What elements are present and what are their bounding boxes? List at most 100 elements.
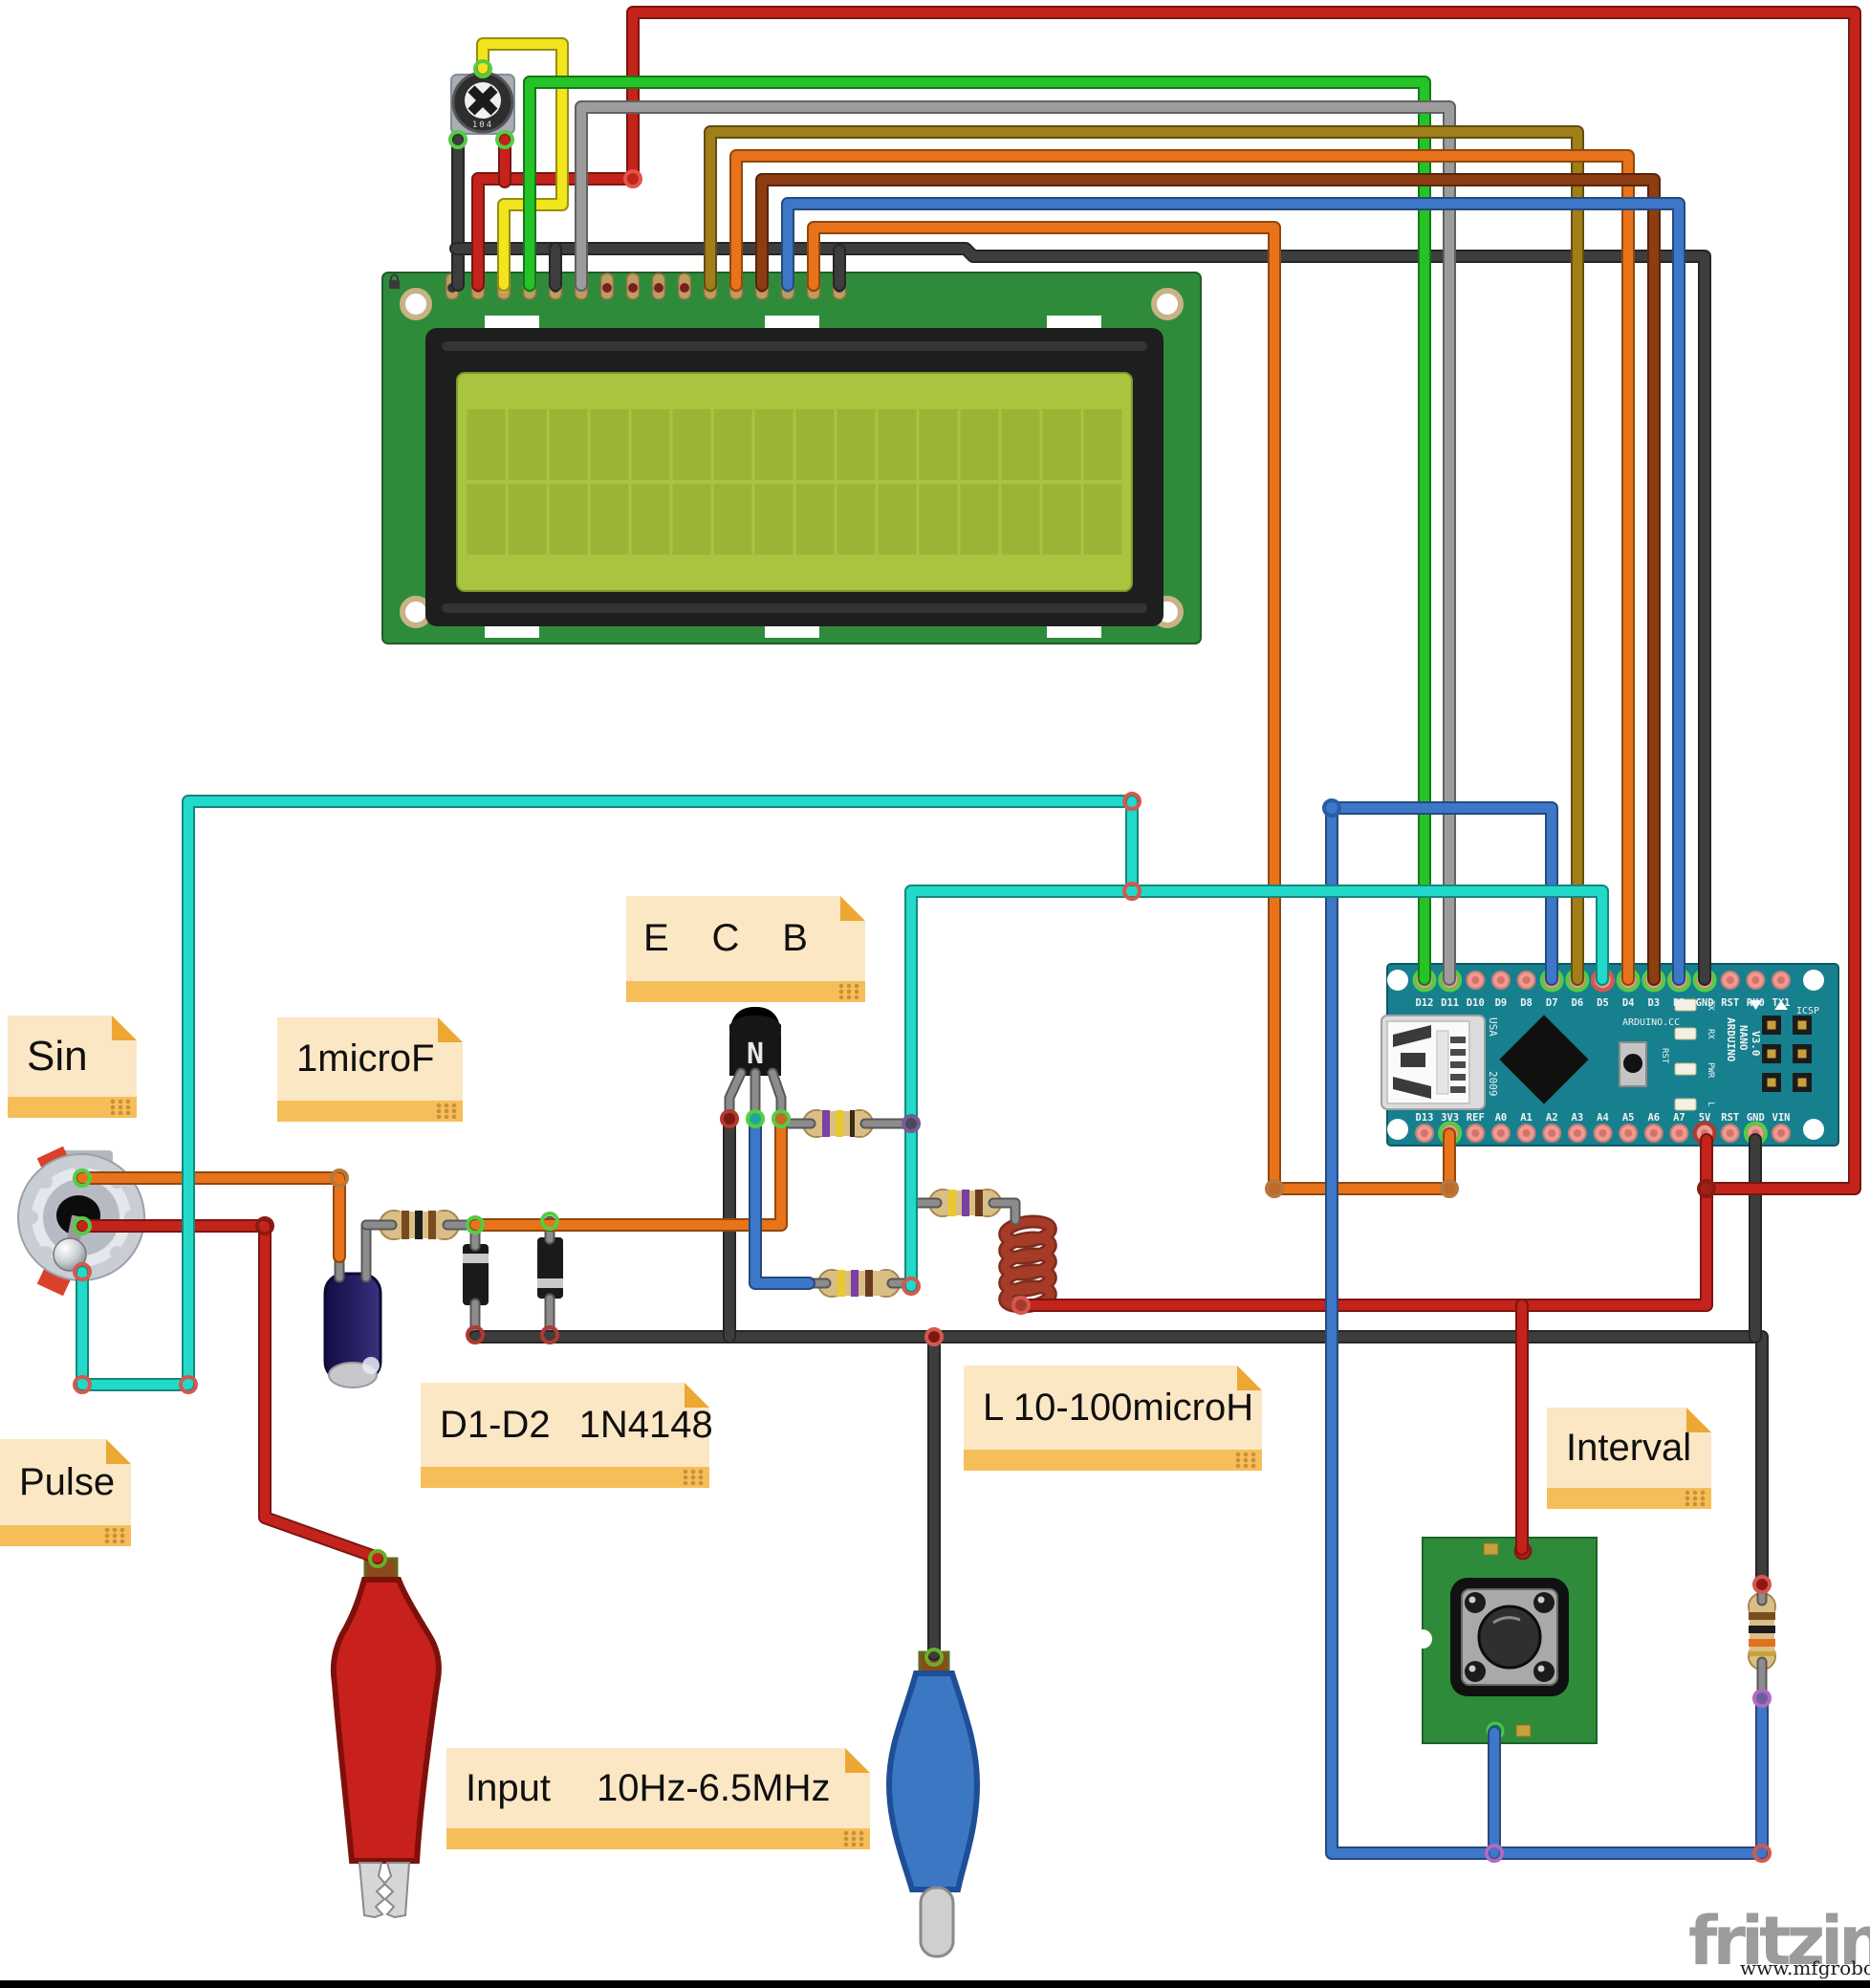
lcd-char-cell bbox=[795, 409, 835, 480]
led-rx bbox=[1674, 1027, 1697, 1040]
note-ecb[interactable]: E C B bbox=[626, 896, 865, 1002]
arduino-mount-hole bbox=[1387, 970, 1408, 991]
diode-d2[interactable] bbox=[537, 1237, 563, 1299]
note-fold bbox=[685, 1383, 709, 1408]
wire-cyan-switch[interactable] bbox=[77, 797, 1137, 1389]
silk-model-1: ARDUINO bbox=[1725, 1017, 1737, 1062]
wire-blue-collector[interactable] bbox=[750, 1114, 814, 1288]
lcd-char-cell bbox=[1042, 484, 1081, 555]
lcd-mount-hole bbox=[1151, 288, 1184, 320]
wire-orange-d4[interactable] bbox=[731, 151, 1633, 984]
wire-blue-d2[interactable] bbox=[783, 199, 1684, 984]
led-label-rx: RX bbox=[1706, 1029, 1715, 1039]
silk-icsp: ICSP bbox=[1796, 1006, 1819, 1016]
inductor-coil[interactable] bbox=[998, 1214, 1057, 1314]
connector-dot bbox=[466, 1215, 485, 1234]
capacitor[interactable] bbox=[323, 1272, 382, 1388]
lcd-char-cell bbox=[590, 484, 629, 555]
wire-cyan-d5[interactable] bbox=[906, 886, 1607, 1291]
arduino-pin-label-D2: D2 bbox=[1673, 997, 1685, 1009]
transistor[interactable]: N bbox=[729, 1007, 781, 1076]
connector-dot bbox=[448, 130, 468, 149]
note-input-label: Input bbox=[466, 1766, 551, 1809]
arduino-pin-label-TX1: TX1 bbox=[1772, 997, 1791, 1009]
wire-blue-d7-button[interactable] bbox=[1327, 803, 1767, 1858]
resistor-pulldown[interactable] bbox=[1748, 1592, 1776, 1671]
switch-lever[interactable] bbox=[53, 1237, 87, 1272]
arduino-nano[interactable]: USA 2009 ARDUINO.CC RST TX RX PWR L ARDU… bbox=[1381, 963, 1839, 1147]
connector-dot bbox=[73, 1169, 92, 1188]
wire-yellow-pot-lcd[interactable] bbox=[478, 39, 567, 290]
arduino-mount-hole bbox=[1803, 1119, 1824, 1140]
arduino-pin-label-D5: D5 bbox=[1597, 997, 1609, 1009]
wire-black-gnd-top-bus[interactable] bbox=[451, 244, 1709, 984]
push-button-module[interactable] bbox=[1413, 1537, 1598, 1744]
note-c-text: C bbox=[711, 917, 740, 959]
note-inductor[interactable]: L 10-100microH bbox=[964, 1365, 1262, 1471]
note-1microf[interactable]: 1microF bbox=[277, 1017, 463, 1122]
note-sin[interactable]: Sin bbox=[8, 1016, 137, 1118]
arduino-pin-label-D10: D10 bbox=[1467, 997, 1485, 1009]
note-fold bbox=[1686, 1408, 1711, 1432]
note-fold bbox=[840, 896, 865, 921]
alligator-clip-blue[interactable] bbox=[885, 1650, 981, 1958]
wire-red-5v[interactable] bbox=[1018, 1135, 1711, 1310]
note-fold bbox=[106, 1439, 131, 1464]
wire-orange-switch-cap[interactable] bbox=[77, 1173, 344, 1261]
icsp-header[interactable] bbox=[1762, 1016, 1812, 1092]
note-input-range: 10Hz-6.5MHz bbox=[596, 1766, 831, 1809]
note-input[interactable]: Input 10Hz-6.5MHz bbox=[446, 1748, 870, 1849]
lcd-bezel-groove bbox=[442, 603, 1147, 613]
connector-dot bbox=[179, 1375, 198, 1394]
lcd-module[interactable] bbox=[381, 272, 1202, 644]
toggle-switch[interactable] bbox=[17, 1146, 145, 1297]
cap-highlight bbox=[362, 1357, 380, 1374]
connector-dot bbox=[466, 1325, 485, 1344]
lcd-char-cell bbox=[1083, 409, 1122, 480]
arduino-pin-label-D12: D12 bbox=[1416, 997, 1434, 1009]
wire-olive-d6[interactable] bbox=[706, 127, 1582, 984]
wire-brown-d3[interactable] bbox=[757, 175, 1659, 984]
lead-rmid-right[interactable] bbox=[989, 1199, 1019, 1224]
note-band bbox=[0, 1525, 131, 1546]
note-band bbox=[277, 1101, 463, 1122]
d2-stripe bbox=[537, 1278, 563, 1288]
wire-gray-d11[interactable] bbox=[576, 102, 1454, 984]
note-band bbox=[626, 981, 865, 1002]
lcd-char-cell bbox=[878, 484, 917, 555]
note-diodes-part: 1N4148 bbox=[578, 1403, 713, 1446]
wire-red-main[interactable] bbox=[473, 8, 1859, 1193]
wire-red-switch-clip[interactable] bbox=[77, 1221, 382, 1562]
arduino-pin-label-VIN: VIN bbox=[1772, 1112, 1791, 1124]
transistor-cap bbox=[729, 1007, 781, 1038]
arduino-pin-label-A1: A1 bbox=[1520, 1112, 1533, 1124]
lcd-char-cell bbox=[754, 409, 794, 480]
wire-green-d12[interactable] bbox=[525, 77, 1429, 984]
blue-clip-tip bbox=[919, 1886, 955, 1958]
note-interval[interactable]: Interval bbox=[1547, 1408, 1711, 1509]
connector-dot bbox=[924, 1648, 944, 1667]
led-l bbox=[1674, 1098, 1697, 1111]
resistor-mid[interactable] bbox=[928, 1189, 1002, 1217]
note-fold bbox=[112, 1016, 137, 1040]
arduino-pin-label-A4: A4 bbox=[1597, 1112, 1609, 1124]
lcd-char-cell bbox=[467, 484, 506, 555]
button-cap[interactable] bbox=[1477, 1605, 1542, 1670]
connector-dot bbox=[720, 1109, 739, 1128]
reset-button[interactable] bbox=[1619, 1041, 1647, 1087]
lcd-tab bbox=[1047, 316, 1101, 331]
diode-d1[interactable] bbox=[463, 1244, 489, 1305]
note-diodes-ref: D1-D2 bbox=[440, 1403, 551, 1446]
note-pulse[interactable]: Pulse bbox=[0, 1439, 131, 1546]
alligator-clip-red[interactable] bbox=[330, 1557, 442, 1919]
arduino-pin-label-A6: A6 bbox=[1647, 1112, 1660, 1124]
connector-dot bbox=[772, 1109, 791, 1128]
connector-dot bbox=[1265, 1179, 1284, 1198]
note-diodes[interactable]: D1-D2 1N4148 bbox=[421, 1383, 713, 1488]
arduino-pin-label-A2: A2 bbox=[1546, 1112, 1558, 1124]
connector-dot bbox=[1485, 1844, 1504, 1863]
resistor-base[interactable] bbox=[802, 1109, 874, 1138]
connector-dot bbox=[255, 1216, 274, 1235]
note-interval-text: Interval bbox=[1566, 1426, 1692, 1469]
wire-orange-base[interactable] bbox=[470, 1114, 786, 1230]
